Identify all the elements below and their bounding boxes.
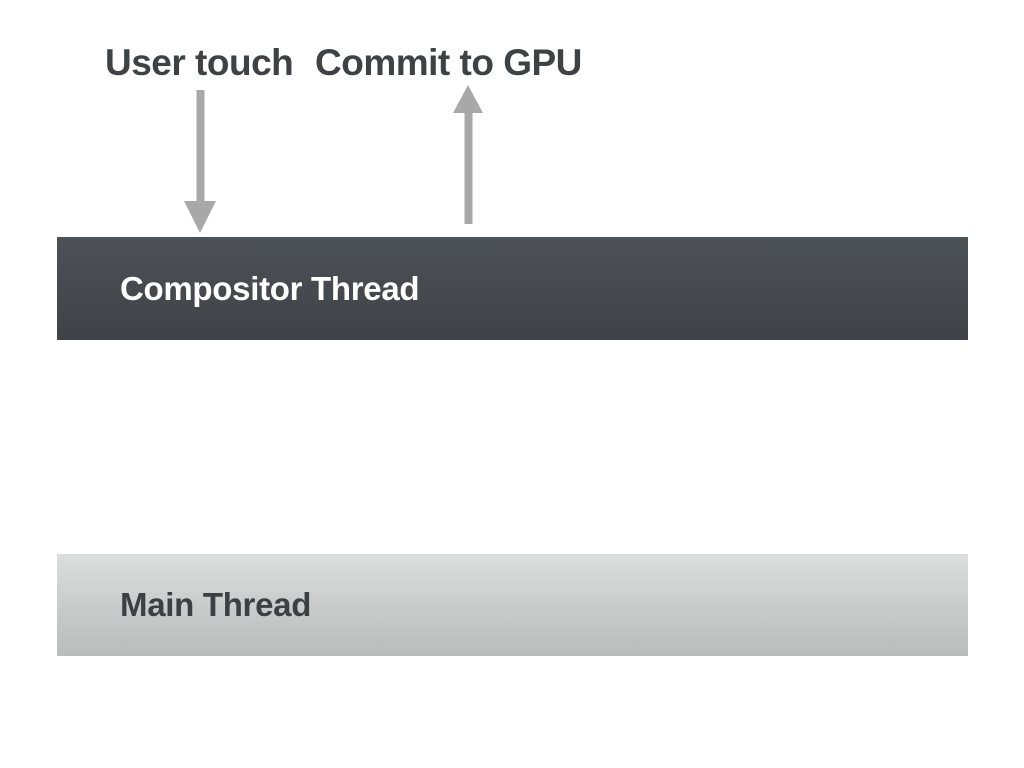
commit-to-gpu-label: Commit to GPU xyxy=(315,42,582,83)
user-touch-label: User touch xyxy=(105,42,294,83)
compositor-thread-bar: Compositor Thread xyxy=(57,237,968,340)
compositor-thread-label: Compositor Thread xyxy=(120,269,420,307)
arrow-down-icon xyxy=(184,90,216,233)
main-thread-label: Main Thread xyxy=(120,586,312,623)
arrow-up-icon xyxy=(453,85,483,224)
main-thread-bar: Main Thread xyxy=(57,554,968,656)
